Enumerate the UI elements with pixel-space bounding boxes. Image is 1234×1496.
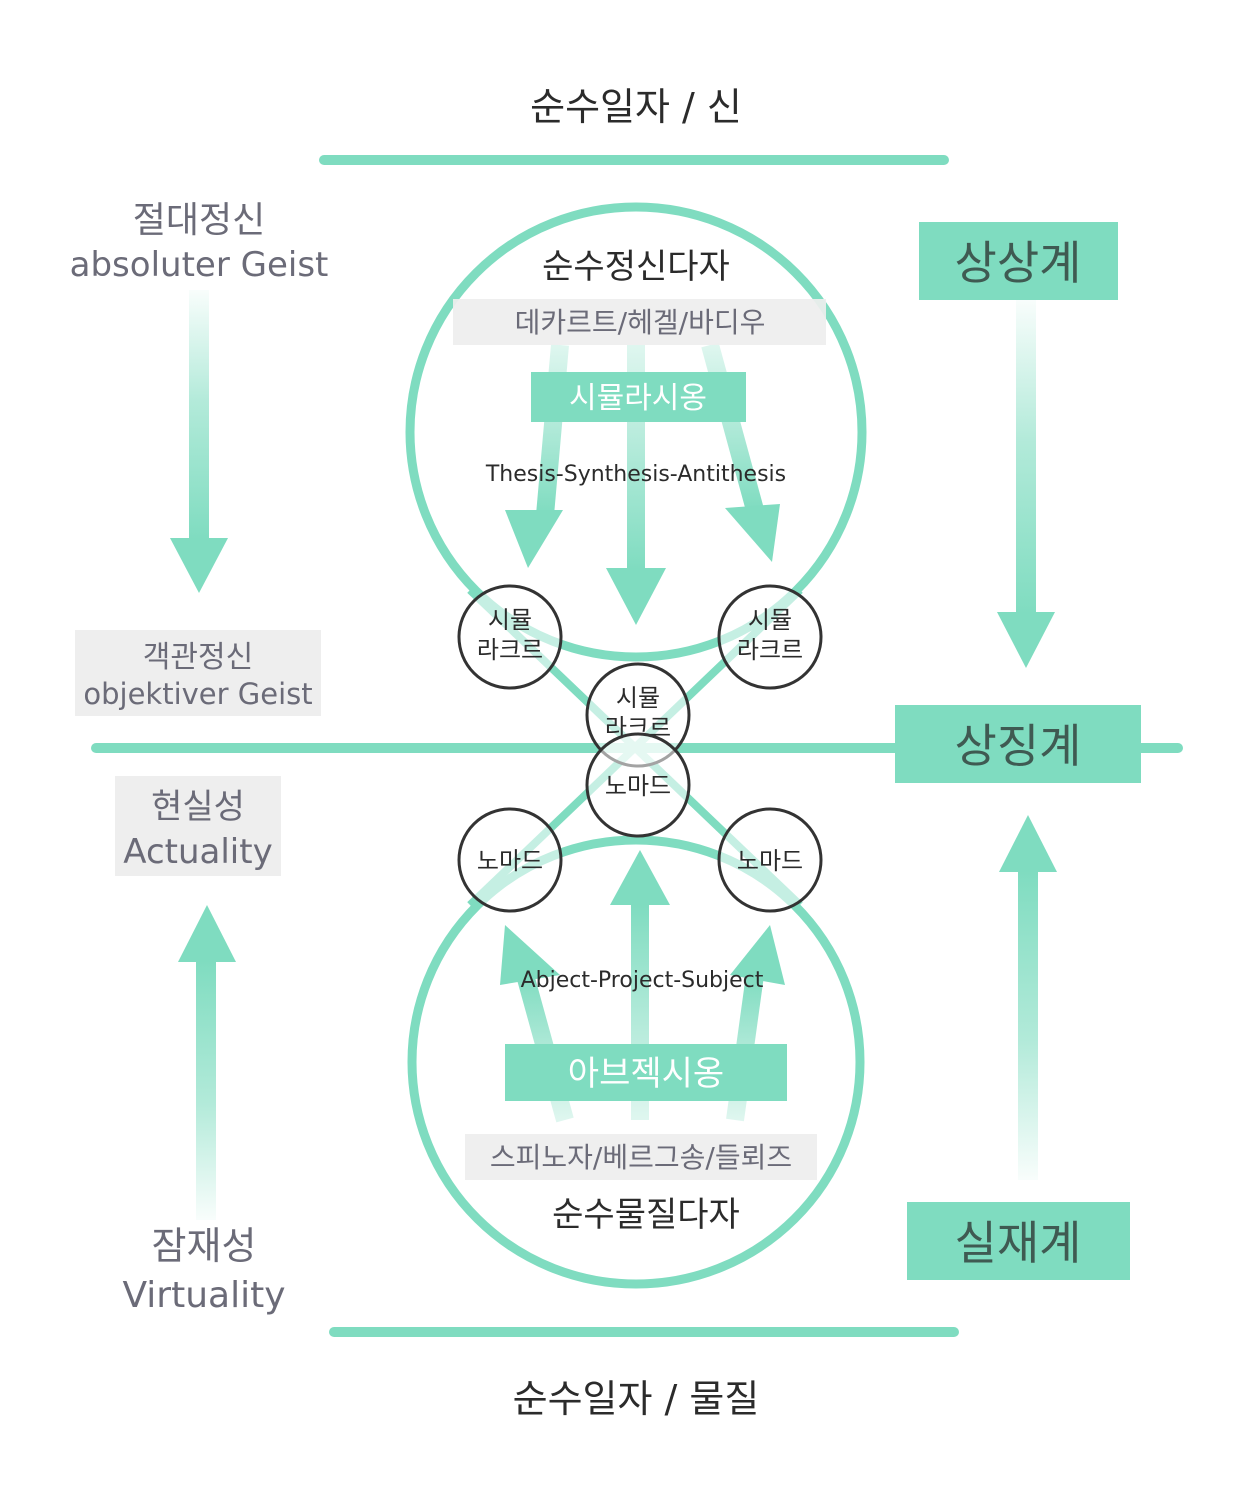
symbolic-box xyxy=(895,705,1141,783)
actuality-box xyxy=(115,776,281,876)
simulacre-node-right: 시뮬 라크르 xyxy=(717,584,823,690)
simulacre-right-line1: 시뮬 xyxy=(748,606,792,634)
virtuality-en: Virtuality xyxy=(122,1275,285,1316)
simulacre-center-line1: 시뮬 xyxy=(616,684,660,712)
right-up-arrow xyxy=(999,815,1057,1180)
simulacre-right-line2: 라크르 xyxy=(737,636,803,664)
simulation-label: 시뮬라시옹 xyxy=(569,381,707,416)
real-label: 실재계 xyxy=(955,1216,1082,1270)
nomad-right-label: 노마드 xyxy=(737,847,803,875)
objective-spirit-ko: 객관정신 xyxy=(143,640,253,675)
upper-circle xyxy=(405,202,867,662)
simulation-box xyxy=(531,372,746,422)
upper-thinkers: 데카르트/헤겔/바디우 xyxy=(515,306,766,339)
objective-spirit-box xyxy=(75,630,321,716)
simulacre-left-line1: 시뮬 xyxy=(488,606,532,634)
top-title: 순수일자 / 신 xyxy=(530,85,742,129)
lower-thinkers: 스피노자/베르그송/들뢰즈 xyxy=(490,1141,792,1174)
symbolic-label: 상징계 xyxy=(955,719,1082,773)
imaginary-box xyxy=(919,222,1118,300)
bottom-title: 순수일자 / 물질 xyxy=(513,1377,760,1421)
actuality-en: Actuality xyxy=(123,832,272,872)
virtuality-ko: 잠재성 xyxy=(152,1224,257,1268)
real-box xyxy=(907,1202,1130,1280)
absolute-spirit-ko: 절대정신 xyxy=(133,200,265,241)
lower-thinkers-box xyxy=(465,1134,817,1180)
nomad-left-label: 노마드 xyxy=(477,847,543,875)
abjection-box xyxy=(505,1044,787,1101)
lower-circle-title: 순수물질다자 xyxy=(552,1195,740,1235)
simulacre-node-left: 시뮬 라크르 xyxy=(457,584,563,690)
right-down-arrow xyxy=(997,300,1055,668)
objective-spirit-de: objektiver Geist xyxy=(83,677,312,711)
simulacre-left-line2: 라크르 xyxy=(477,636,543,664)
upper-process: Thesis-Synthesis-Antithesis xyxy=(485,462,786,487)
nomad-center-label: 노마드 xyxy=(605,772,671,800)
lower-circle xyxy=(407,835,865,1289)
abjection-label: 아브젝시옹 xyxy=(568,1054,724,1094)
upper-circle-title: 순수정신다자 xyxy=(542,247,730,287)
nomad-node-right: 노마드 xyxy=(717,807,823,913)
lower-process: Abject-Project-Subject xyxy=(521,968,764,993)
nomad-node-left: 노마드 xyxy=(457,807,563,913)
imaginary-label: 상상계 xyxy=(955,236,1082,290)
left-down-arrow xyxy=(170,290,228,593)
actuality-ko: 현실성 xyxy=(151,787,245,827)
nomad-node-center: 노마드 xyxy=(585,732,691,838)
left-up-arrow xyxy=(178,905,236,1220)
absolute-spirit-de: absoluter Geist xyxy=(70,245,329,285)
upper-thinkers-box xyxy=(453,299,826,345)
